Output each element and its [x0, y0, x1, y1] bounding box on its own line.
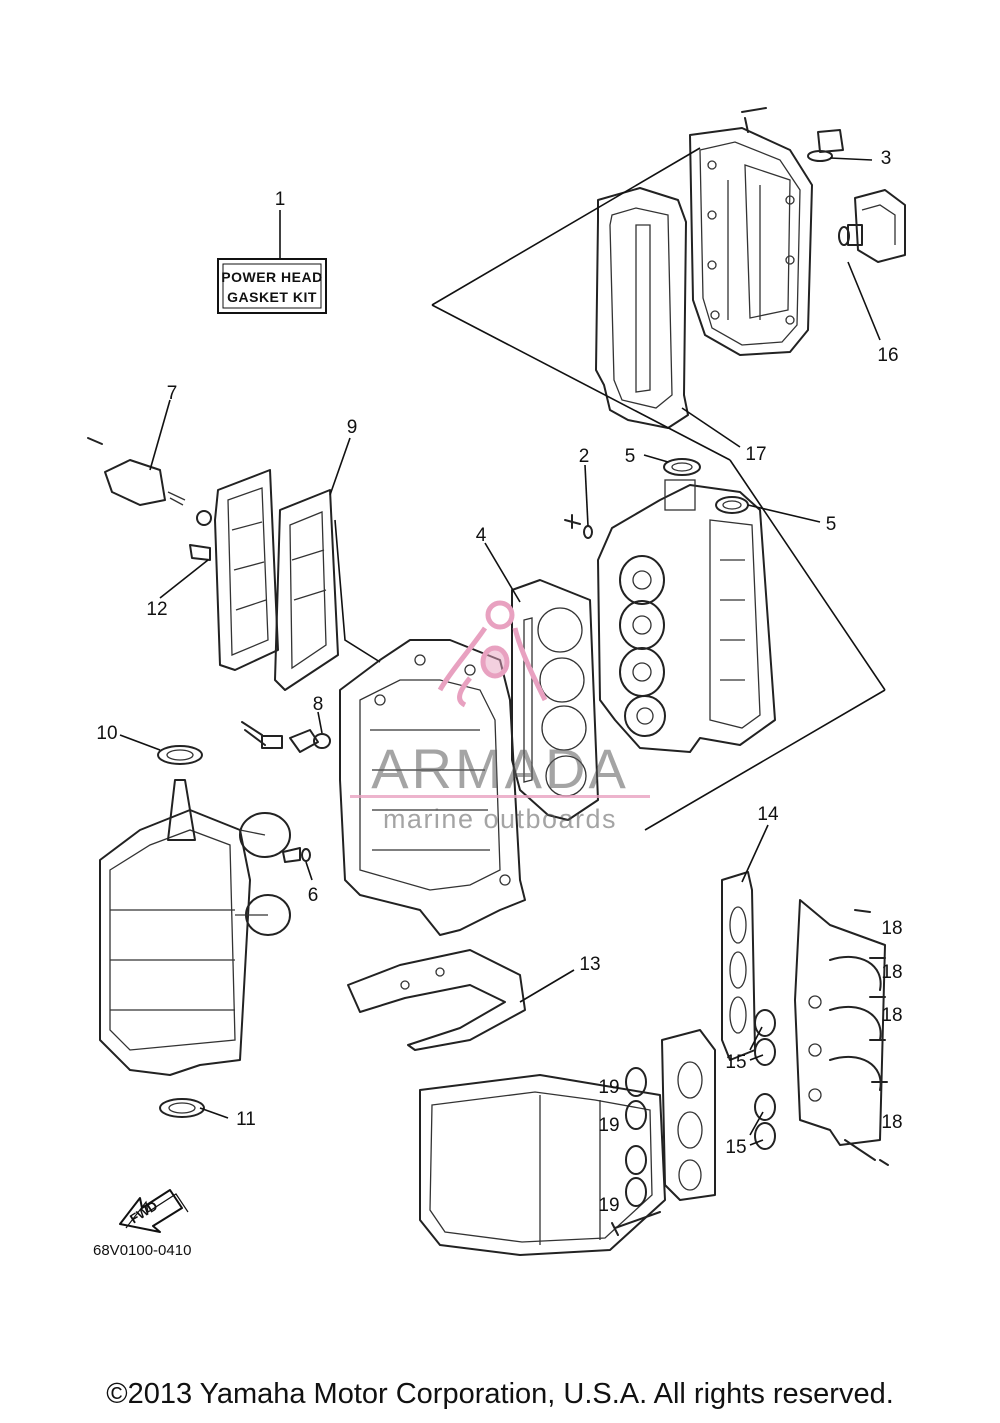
- plug-8: [313, 733, 331, 749]
- thermostat-sensor: [241, 721, 319, 753]
- armada-watermark: ARMADA marine outboards: [350, 600, 650, 834]
- callout-18-a: 18: [881, 918, 902, 939]
- thermostat-cover-7: [87, 437, 166, 506]
- callout-8: 8: [313, 694, 324, 715]
- callout-1: 1: [275, 189, 286, 210]
- oil-filler-cap: [807, 129, 844, 162]
- intake-manifold-gasket-14: [721, 871, 756, 1061]
- callout-3: 3: [881, 148, 892, 169]
- callout-19-a: 19: [598, 1077, 619, 1098]
- kit-label-line1: POWER HEAD: [221, 269, 322, 285]
- fitting-12: [189, 544, 211, 561]
- callout-2: 2: [579, 446, 590, 467]
- callout-18-d: 18: [881, 1112, 902, 1133]
- leader-lines: [119, 157, 881, 1146]
- o-rings-15: [754, 1009, 776, 1150]
- base-gasket: [347, 949, 526, 1051]
- screws-18: [844, 909, 889, 1166]
- callout-18-b: 18: [881, 962, 902, 983]
- exhaust-cover-assembly: [214, 469, 279, 671]
- watermark-brand: ARMADA: [371, 737, 629, 800]
- callout-18-c: 18: [881, 1005, 902, 1026]
- diagram-code: 68V0100-0410: [93, 1242, 191, 1259]
- kit-label-line2: GASKET KIT: [227, 289, 317, 305]
- armada-logo-icon: [437, 600, 548, 708]
- oil-seal-5a: [663, 458, 701, 476]
- bolt-long: [611, 1211, 661, 1236]
- sensor-assembly-16: [838, 189, 906, 263]
- o-rings-19: [625, 1067, 647, 1207]
- silencer-intake-box: [419, 1074, 666, 1256]
- crankcase-crankshaft: [99, 779, 291, 1076]
- power-head-gasket-kit-label: POWER HEAD GASKET KIT: [217, 258, 327, 314]
- callout-6: 6: [308, 885, 319, 906]
- callout-13: 13: [579, 954, 600, 975]
- bolt-6: [282, 847, 311, 863]
- oil-seal-5b: [715, 496, 749, 514]
- oil-seal-10: [157, 745, 203, 765]
- bolt-top: [741, 107, 767, 133]
- head-cover-gasket: [595, 187, 689, 429]
- callout-14: 14: [757, 804, 779, 825]
- callout-17: 17: [745, 444, 766, 465]
- cylinder-head: [597, 479, 776, 753]
- bracket-lines: [334, 147, 886, 831]
- callout-numbers: 1 2 3 4 5 5 6 7 8 9 10 11 12 13 14 15 15…: [96, 148, 902, 1216]
- watermark-subtitle: marine outboards: [383, 804, 617, 834]
- callout-10: 10: [96, 723, 117, 744]
- callout-19-c: 19: [598, 1195, 619, 1216]
- callout-11: 11: [236, 1109, 256, 1130]
- copyright-notice: ©2013 Yamaha Motor Corporation, U.S.A. A…: [106, 1378, 894, 1410]
- callout-16: 16: [877, 345, 898, 366]
- exhaust-cover-gasket: [274, 489, 339, 691]
- oil-seal-11: [159, 1098, 205, 1118]
- intake-manifold: [794, 899, 886, 1146]
- callout-15-upper: 15: [725, 1052, 746, 1073]
- cylinder-head-cover: [689, 127, 813, 356]
- callout-19-b: 19: [598, 1115, 619, 1136]
- spring-and-thermostat: [167, 491, 212, 526]
- fwd-arrow-icon: FWD: [119, 1189, 189, 1233]
- callout-15-lower: 15: [725, 1137, 746, 1158]
- callout-5-top: 5: [625, 446, 636, 467]
- callout-4: 4: [476, 525, 487, 546]
- callout-12: 12: [146, 599, 167, 620]
- callout-9: 9: [347, 417, 358, 438]
- callout-7: 7: [167, 383, 178, 404]
- throttle-body-assembly: [661, 1029, 716, 1201]
- callout-5-right: 5: [826, 514, 837, 535]
